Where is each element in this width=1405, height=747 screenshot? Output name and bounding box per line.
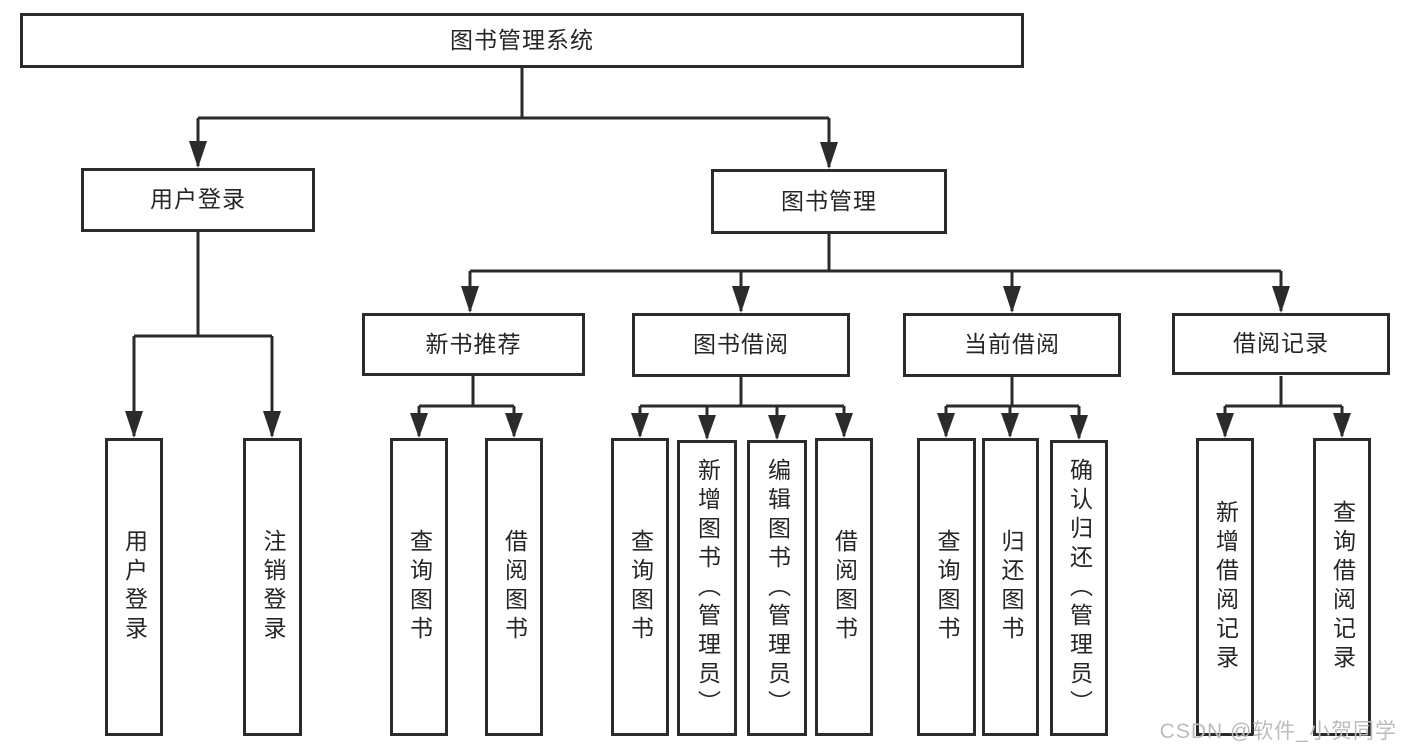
arrowhead-icon xyxy=(631,413,649,438)
arrowhead-icon xyxy=(820,142,838,169)
arrowhead-icon xyxy=(732,286,750,313)
leaf-user-login: 用户登录 xyxy=(105,438,163,736)
arrowhead-icon xyxy=(410,413,428,438)
leaf-query-books-recommend: 查询图书 xyxy=(390,438,448,736)
arrowhead-icon xyxy=(461,286,479,313)
leaf-add-book-admin: 新增图书（管理员） xyxy=(677,440,737,736)
node-book-borrow: 图书借阅 xyxy=(632,313,850,377)
arrowhead-icon xyxy=(1216,413,1234,438)
arrowhead-icon xyxy=(1003,286,1021,313)
leaf-add-borrow-record: 新增借阅记录 xyxy=(1196,438,1254,736)
arrowhead-icon xyxy=(937,413,955,438)
arrowhead-icon xyxy=(698,415,716,440)
leaf-borrow-books: 借阅图书 xyxy=(815,438,873,736)
arrowhead-icon xyxy=(1001,413,1019,438)
arrowhead-icon xyxy=(125,411,143,438)
leaf-logout: 注销登录 xyxy=(243,438,302,736)
node-new-book-recommend: 新书推荐 xyxy=(362,313,585,376)
leaf-edit-book-admin: 编辑图书（管理员） xyxy=(747,440,807,736)
arrowhead-icon xyxy=(263,411,281,438)
node-borrow-records: 借阅记录 xyxy=(1172,313,1390,375)
node-current-borrow: 当前借阅 xyxy=(903,313,1121,377)
arrowhead-icon xyxy=(835,413,853,438)
node-book-management: 图书管理 xyxy=(711,169,947,234)
csdn-watermark: CSDN @软件_小贺同学 xyxy=(1159,720,1397,743)
node-root: 图书管理系统 xyxy=(20,13,1024,68)
leaf-return-books: 归还图书 xyxy=(982,438,1039,736)
leaf-borrow-books-recommend: 借阅图书 xyxy=(485,438,543,736)
arrowhead-icon xyxy=(1333,413,1351,438)
node-user-login: 用户登录 xyxy=(81,168,315,232)
arrowhead-icon xyxy=(1272,286,1290,313)
arrowhead-icon xyxy=(189,141,207,168)
arrowhead-icon xyxy=(768,415,786,440)
arrowhead-icon xyxy=(1070,415,1088,440)
arrowhead-icon xyxy=(505,413,523,438)
leaf-query-books-borrow: 查询图书 xyxy=(611,438,669,736)
leaf-confirm-return-admin: 确认归还（管理员） xyxy=(1050,440,1108,736)
leaf-query-borrow-record: 查询借阅记录 xyxy=(1313,438,1371,736)
leaf-query-books-current: 查询图书 xyxy=(917,438,976,736)
